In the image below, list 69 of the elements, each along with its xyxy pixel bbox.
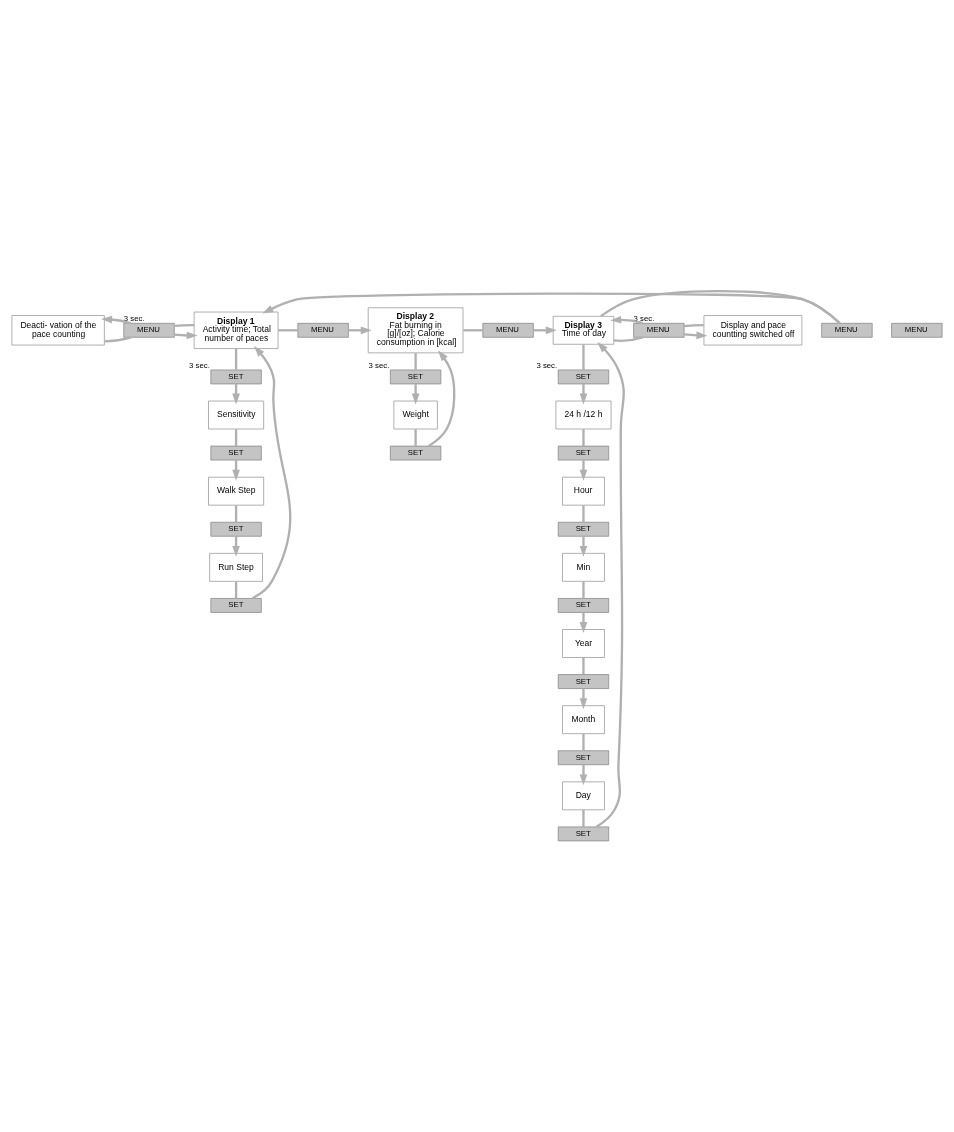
arrow — [174, 331, 198, 340]
connector — [104, 336, 132, 343]
node-label: 3 sec. — [633, 313, 655, 323]
node-label: 3 sec. — [189, 360, 210, 370]
node-box: SET — [389, 369, 442, 385]
node-box: SET — [389, 445, 442, 461]
arrow — [579, 688, 588, 710]
arrow — [595, 342, 625, 828]
node-box: Sensitivity — [208, 400, 265, 430]
connector — [174, 323, 194, 328]
node-box: SET — [557, 674, 610, 689]
node-box: MENU — [123, 322, 175, 338]
arrow — [428, 350, 456, 447]
connector — [582, 810, 585, 827]
node-box: Display 1 Activity time; Total number of paces — [193, 311, 279, 349]
arrow — [579, 384, 588, 405]
arrow — [101, 315, 132, 325]
node-box: Display 2 Fat burning in [g]/[oz]; Calorie consumption in [kcal] — [367, 307, 464, 354]
node-box: SET — [210, 521, 262, 537]
node-box: SET — [557, 445, 610, 461]
connector — [463, 329, 483, 332]
arrow — [579, 536, 588, 557]
node-box: Display and pace countting switched off — [703, 315, 803, 346]
node-box: Weight — [393, 400, 438, 430]
node-box: MENU — [482, 322, 534, 338]
node-box: 24 h /12 h — [555, 400, 612, 430]
node-box: SET — [210, 598, 262, 613]
connector — [414, 353, 417, 370]
connector — [582, 429, 585, 447]
connector — [234, 348, 238, 370]
node-label: 3 sec. — [536, 360, 558, 370]
node-label: 3 sec. — [368, 360, 390, 370]
arrow — [411, 384, 420, 405]
node-box: Display 3 Time of day — [552, 315, 615, 345]
node-box: SET — [557, 750, 610, 766]
node-label: 3 sec. — [123, 313, 145, 323]
node-box: SET — [557, 521, 610, 537]
node-box: Run Step — [209, 552, 263, 582]
node-box: Year — [562, 629, 605, 658]
connector — [582, 344, 585, 370]
node-box: Walk Step — [208, 476, 265, 506]
node-box: Deacti- vation of the pace counting — [11, 315, 105, 346]
node-box: SET — [557, 369, 610, 385]
connector — [684, 323, 704, 328]
node-box: MENU — [821, 322, 873, 338]
node-box: SET — [557, 826, 610, 842]
connector — [613, 336, 643, 342]
arrow — [262, 292, 841, 325]
node-box: Month — [562, 705, 605, 735]
connector — [582, 657, 585, 675]
connector — [278, 329, 298, 332]
arrow — [579, 612, 588, 633]
node-box: Day — [562, 781, 605, 811]
connector — [582, 581, 585, 599]
node-box: SET — [210, 445, 262, 461]
node-box: Hour — [562, 476, 605, 506]
arrow — [579, 460, 588, 481]
node-box: MENU — [891, 322, 943, 338]
node-box: MENU — [633, 322, 685, 338]
connector — [414, 429, 417, 447]
arrow — [610, 315, 643, 325]
node-box: SET — [557, 598, 610, 613]
node-box: MENU — [297, 322, 349, 338]
node-box: SET — [210, 369, 262, 385]
arrow — [251, 346, 292, 600]
connector — [582, 733, 585, 751]
node-box: Min — [562, 552, 605, 582]
arrow — [579, 764, 588, 786]
connector — [582, 505, 585, 523]
